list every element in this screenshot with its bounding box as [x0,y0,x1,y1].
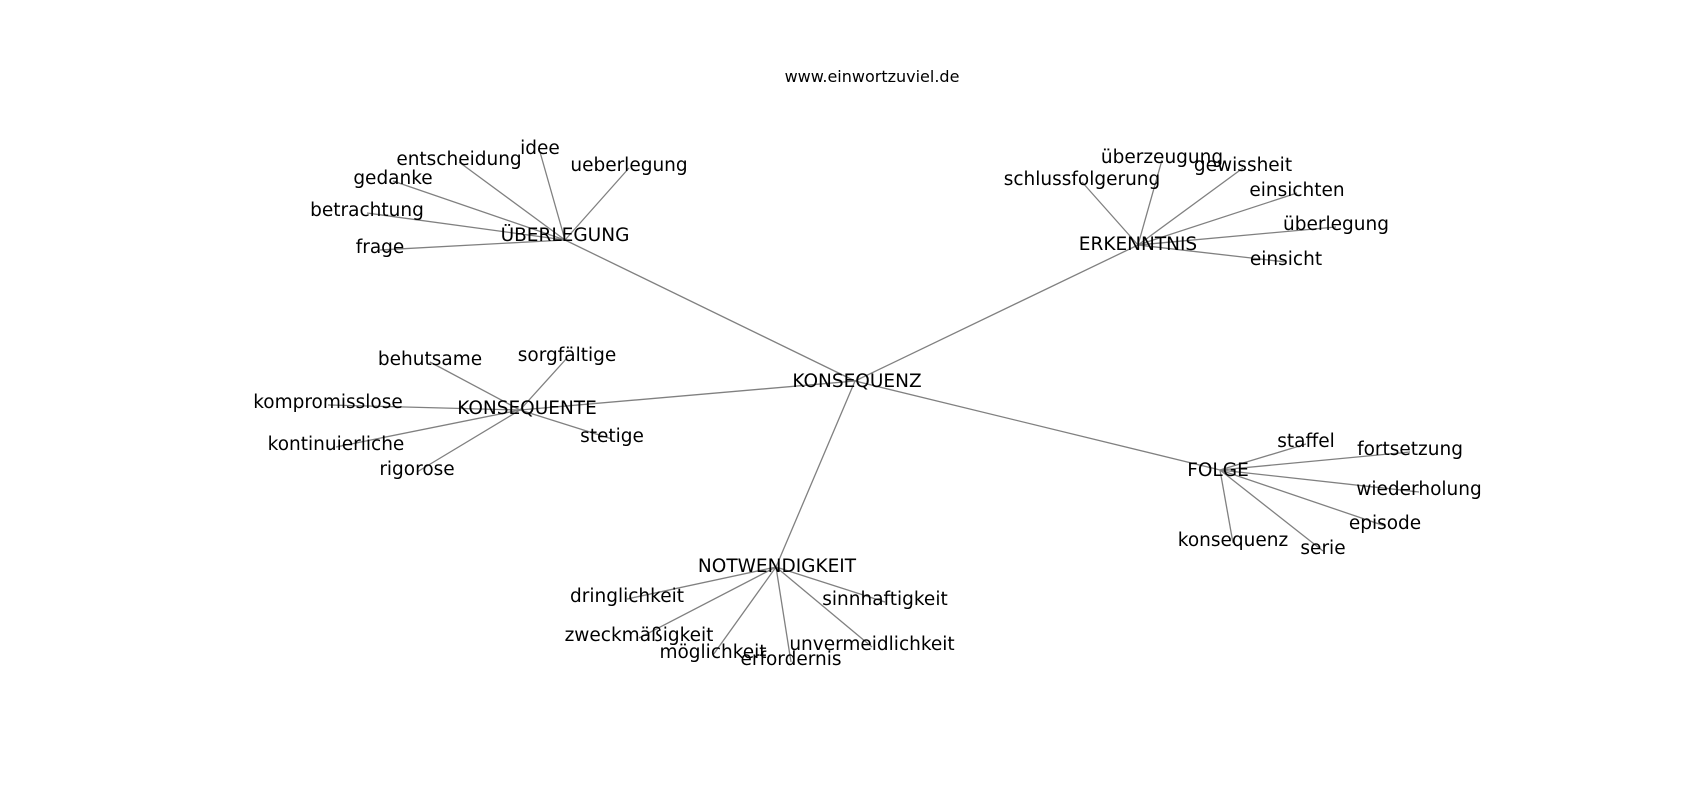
leaf-node-label: episode [1349,513,1421,534]
edge-leaf [1219,469,1386,527]
edge-leaf [327,404,521,411]
leaf-node-label: gewissheit [1194,155,1292,176]
edge-leaf [519,357,568,411]
leaf-node-label: erfordernis [740,649,841,670]
edge-leaf [775,566,792,663]
edge-leaf [1219,469,1420,493]
edge-leaf [1137,244,1287,263]
leaf-node-label: frage [356,237,405,258]
center-node-label: KONSEQUENZ [792,371,921,392]
leaf-node-label: idee [520,138,560,159]
edge-leaf [1219,451,1411,471]
leaf-node-label: einsicht [1250,249,1322,270]
leaf-node-label: entscheidung [396,149,521,170]
edge-leaf [519,409,613,440]
edge-leaf [1137,167,1244,246]
leaf-node-label: sinnhaftigkeit [822,589,947,610]
leaf-node-label: überlegung [1283,214,1389,235]
edges [327,151,1420,663]
leaf-node-label: rigorose [379,459,454,480]
leaf-node-label: gedanke [353,168,432,189]
leaf-node-label: kompromisslose [253,392,403,413]
leaf-node-label: möglichkeit [659,642,766,663]
edge-leaf [638,566,777,639]
leaf-node-label: dringlichkeit [570,586,684,607]
leaf-node-label: fortsetzung [1357,439,1463,460]
cluster-node-label: NOTWENDIGKEIT [698,556,857,577]
leaf-node-label: konsequenz [1178,530,1288,551]
edge-leaf [1219,443,1307,471]
site-watermark: www.einwortzuviel.de [785,67,960,86]
edge-center-3 [519,380,856,411]
leaf-node-label: staffel [1277,431,1335,452]
edge-center-1 [564,239,856,382]
edge-leaf [1081,181,1139,246]
edge-leaf [539,151,566,241]
leaf-node-label: überzeugung [1101,147,1223,168]
edge-leaf [1137,226,1337,246]
edge-leaf [626,566,777,600]
edge-leaf [712,566,777,656]
cluster-node-label: KONSEQUENTE [457,398,597,419]
edge-leaf [1219,469,1234,544]
leaf-node-label: stetige [580,426,644,447]
leaf-node-label: betrachtung [310,200,424,221]
edge-leaf [458,161,566,241]
edge-leaf [429,361,521,411]
leaf-node-label: serie [1300,538,1345,559]
edge-leaf [335,409,521,448]
edge-leaf [1137,192,1298,246]
cluster-node-label: FOLGE [1187,460,1249,481]
leaf-node-label: schlussfolgerung [1004,169,1161,190]
node-labels: KONSEQUENZ ÜBERLEGUNG idee ueberlegung entsc… [253,138,1482,670]
cluster-node-label: ERKENNTNIS [1079,234,1197,255]
edge-leaf [775,566,886,603]
leaf-node-label: wiederholung [1356,479,1481,500]
leaf-node-label: sorgfältige [518,345,617,366]
leaf-node-label: kontinuierliche [268,434,405,455]
edge-leaf [392,180,566,241]
edge-leaf [564,167,630,241]
edge-leaf [379,239,566,251]
edge-leaf [366,212,566,241]
edge-center-5 [775,380,856,568]
leaf-node-label: unvermeidlichkeit [789,634,954,655]
cluster-node-label: ÜBERLEGUNG [501,224,630,246]
leaf-node-label: ueberlegung [570,155,687,176]
leaf-node-label: zweckmäßigkeit [565,625,714,646]
edge-leaf [416,409,521,473]
edge-leaf [1137,159,1163,246]
edge-leaf [1219,469,1324,552]
leaf-node-label: einsichten [1249,180,1344,201]
edge-leaf [775,566,873,648]
edge-center-2 [854,244,1139,382]
edge-center-4 [854,380,1221,471]
leaf-node-label: behutsame [378,349,482,370]
